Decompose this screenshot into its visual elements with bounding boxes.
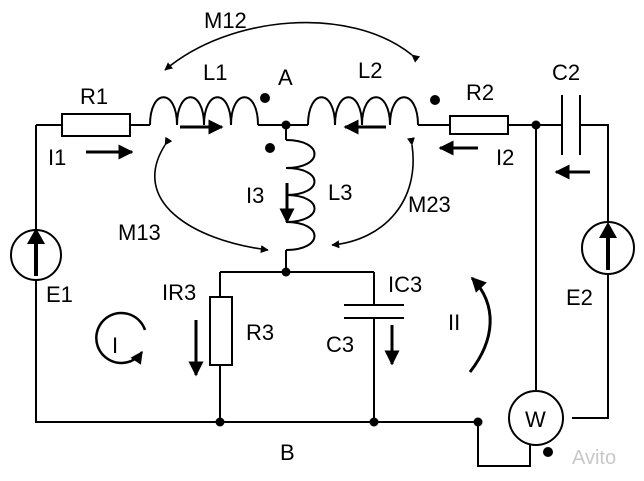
loop-arrow-i: [95, 311, 147, 365]
source-e2: [581, 221, 635, 275]
label-e2: E2: [566, 285, 593, 310]
junction-dot: [369, 417, 379, 427]
source-e1: [10, 228, 62, 281]
label-m12: M12: [204, 8, 247, 33]
arc-m13: [153, 136, 269, 254]
polarity-dot-l2: [430, 95, 440, 105]
resistor-r2: [449, 115, 509, 135]
label-i1: I1: [48, 145, 66, 170]
label-loop-i: I: [112, 333, 118, 358]
resistor-r1: [61, 113, 131, 137]
inductor-l2: [307, 96, 419, 126]
label-l1: L1: [203, 60, 227, 85]
label-r2: R2: [466, 80, 494, 105]
label-wattmeter: W: [525, 407, 546, 432]
label-i3: I3: [246, 183, 264, 208]
label-l3: L3: [328, 180, 352, 205]
inductor-l1: [149, 96, 259, 126]
polarity-dot-l1: [260, 93, 270, 103]
label-r1: R1: [80, 84, 108, 109]
junction-dot: [473, 417, 483, 427]
watermark: Avito: [572, 447, 616, 469]
label-node-b: B: [280, 440, 295, 465]
junction-dot: [215, 417, 225, 427]
label-l2: L2: [358, 58, 382, 83]
mutual-arcs: [153, 21, 421, 254]
inductor-l3: [285, 139, 316, 251]
label-node-a: A: [278, 65, 293, 90]
label-loop-ii: II: [448, 310, 460, 335]
label-m13: M13: [118, 220, 161, 245]
resistor-r3: [209, 296, 233, 366]
arc-m23: [331, 137, 415, 249]
junction-dot: [531, 120, 541, 130]
capacitor-c2: [561, 95, 581, 155]
label-e1: E1: [46, 282, 73, 307]
wires: [35, 124, 609, 467]
label-ic3: IC3: [388, 272, 422, 297]
capacitor-c3: [344, 304, 404, 319]
label-m23: M23: [408, 192, 451, 217]
label-i2: I2: [496, 145, 514, 170]
labels: M12 R1 L1 A L2 R2 C2 I1 I2 I3 L3 M13 M23…: [46, 8, 616, 469]
label-c2: C2: [552, 60, 580, 85]
loop-arrow-ii: [468, 276, 492, 373]
label-r3: R3: [246, 320, 274, 345]
junctions: [215, 93, 553, 457]
current-arrows: [86, 119, 590, 377]
label-c3: C3: [326, 332, 354, 357]
junction-dot: [281, 267, 291, 277]
arc-m12: [164, 21, 421, 71]
label-ir3: IR3: [162, 280, 196, 305]
wattmeter: [508, 390, 564, 446]
polarity-dot-l3: [265, 143, 275, 153]
junction-dot: [281, 120, 291, 130]
polarity-dot-w: [543, 447, 553, 457]
